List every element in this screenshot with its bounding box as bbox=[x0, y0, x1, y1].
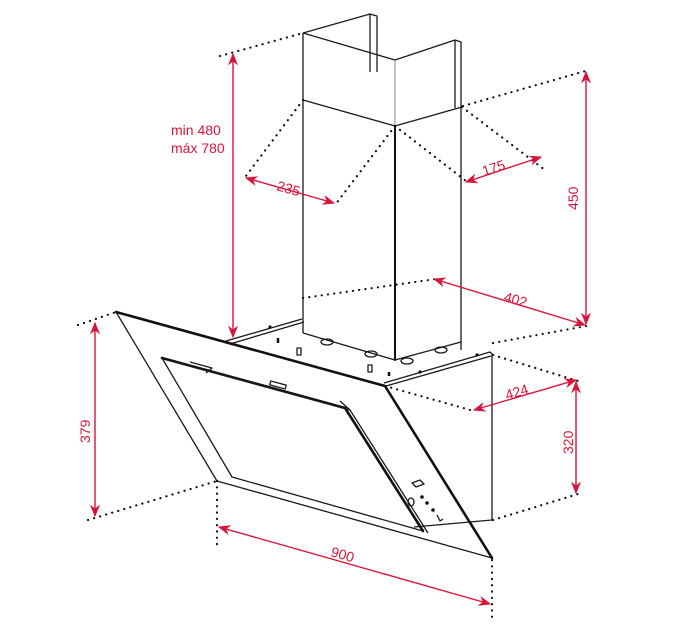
dim-900 bbox=[217, 525, 492, 606]
chimney-height-min: min 480 bbox=[171, 122, 221, 138]
label-379: 379 bbox=[77, 419, 93, 443]
chimney bbox=[302, 13, 463, 365]
dimension-arrows bbox=[89, 52, 592, 606]
label-235: 235 bbox=[275, 178, 302, 200]
label-900: 900 bbox=[329, 544, 356, 566]
dim-175 bbox=[464, 155, 543, 184]
dim-235 bbox=[244, 176, 336, 205]
dim-402 bbox=[432, 277, 587, 327]
label-402: 402 bbox=[502, 289, 529, 311]
dimension-labels: 235 175 450 402 424 320 379 900 bbox=[77, 156, 581, 565]
label-424: 424 bbox=[503, 381, 530, 403]
dim-424 bbox=[472, 378, 578, 412]
label-320: 320 bbox=[560, 430, 576, 454]
chimney-height-max: máx 780 bbox=[171, 140, 225, 156]
extension-lines bbox=[76, 31, 594, 620]
chimney-height-note: min 480 máx 780 bbox=[171, 121, 225, 157]
label-450: 450 bbox=[565, 186, 581, 210]
label-175: 175 bbox=[480, 156, 507, 179]
